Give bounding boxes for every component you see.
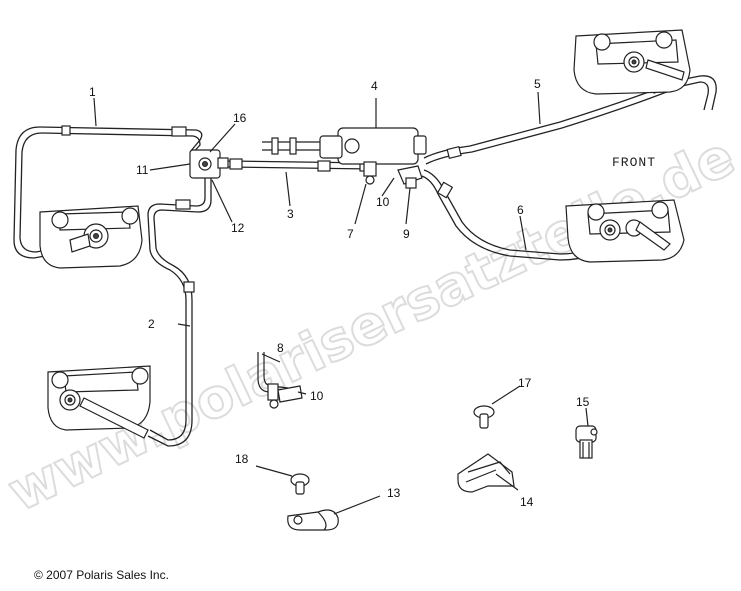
callout-17: 17 [518,376,532,390]
clamp-13 [287,509,339,531]
callout-7: 7 [347,227,354,241]
caliper-lower-left [47,365,151,439]
callout-13: 13 [387,486,401,500]
clip-14 [457,453,515,493]
callout-5: 5 [534,77,541,91]
bolt-18 [290,473,310,495]
callout-14: 14 [520,495,534,509]
caliper-upper-left [39,205,143,269]
brake-hose-2 [147,178,212,447]
bolt-17 [473,405,495,429]
caliper-lower-right [565,199,685,263]
callout-1: 1 [89,85,96,99]
brake-hose-1 [13,125,203,259]
callout-2: 2 [148,317,155,331]
callout-8: 8 [277,341,284,355]
callout-9: 9 [403,227,410,241]
leader-lines [93,91,589,515]
callout-numbers: 1 2 3 4 5 6 7 8 9 10 10 11 12 13 14 15 1… [89,77,590,509]
callout-10-lower: 10 [310,389,324,403]
callout-15: 15 [576,395,590,409]
callout-18: 18 [235,452,249,466]
callout-4: 4 [371,79,378,93]
brake-light-switch [257,352,303,409]
callout-6: 6 [517,203,524,217]
callout-11: 11 [136,163,149,177]
callout-10-upper: 10 [376,195,390,209]
callout-16: 16 [233,111,247,125]
front-label: FRONT [612,155,656,170]
brake-switch [397,165,423,189]
callout-3: 3 [287,207,294,221]
master-cylinder [262,127,427,185]
copyright-notice: © 2007 Polaris Sales Inc. [34,568,169,582]
connector-15 [575,425,598,459]
caliper-upper-right [573,29,691,95]
brake-junction-block [189,149,229,179]
callout-12: 12 [231,221,245,235]
